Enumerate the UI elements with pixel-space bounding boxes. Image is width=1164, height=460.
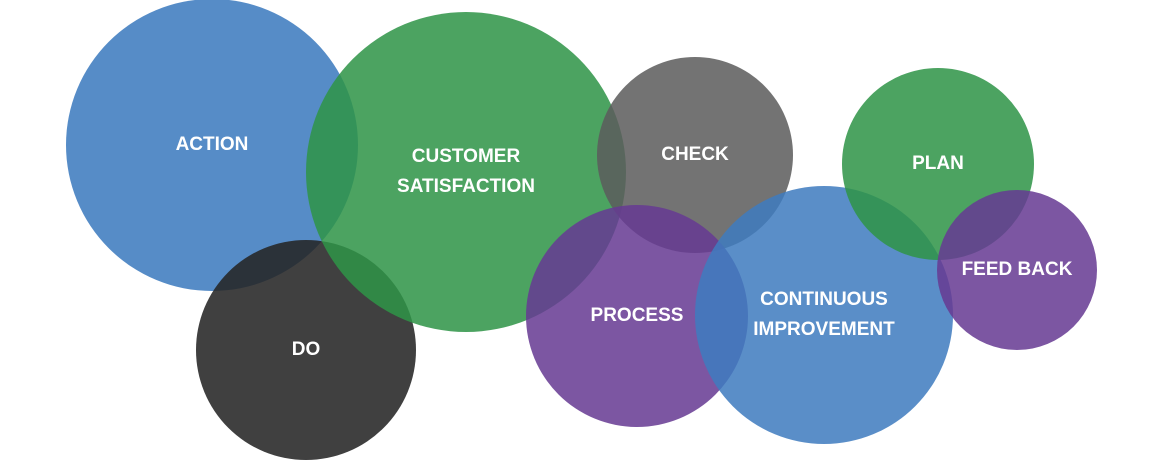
customer-satisfaction-bubble (306, 12, 626, 332)
process-label: PROCESS (591, 305, 684, 326)
bubble-circles (66, 0, 1097, 460)
customer-satisfaction-label-line-1: CUSTOMER (412, 146, 521, 167)
continuous-improvement-label-line-2: IMPROVEMENT (753, 319, 895, 340)
do-label: DO (292, 339, 321, 360)
action-bubble (66, 0, 358, 291)
feed-back-label: FEED BACK (962, 259, 1073, 280)
check-bubble (597, 57, 793, 253)
feed-back-bubble (937, 190, 1097, 350)
continuous-improvement-label-line-1: CONTINUOUS (760, 289, 888, 310)
do-bubble (196, 240, 416, 460)
action-label: ACTION (176, 134, 249, 155)
process-bubble (526, 205, 748, 427)
continuous-improvement-bubble (695, 186, 953, 444)
check-label: CHECK (661, 144, 729, 165)
plan-label: PLAN (912, 153, 964, 174)
customer-satisfaction-label-line-2: SATISFACTION (397, 176, 535, 197)
bubble-labels: ACTION DO CUSTOMER SATISFACTION CHECK PROCESS… (176, 134, 1073, 360)
